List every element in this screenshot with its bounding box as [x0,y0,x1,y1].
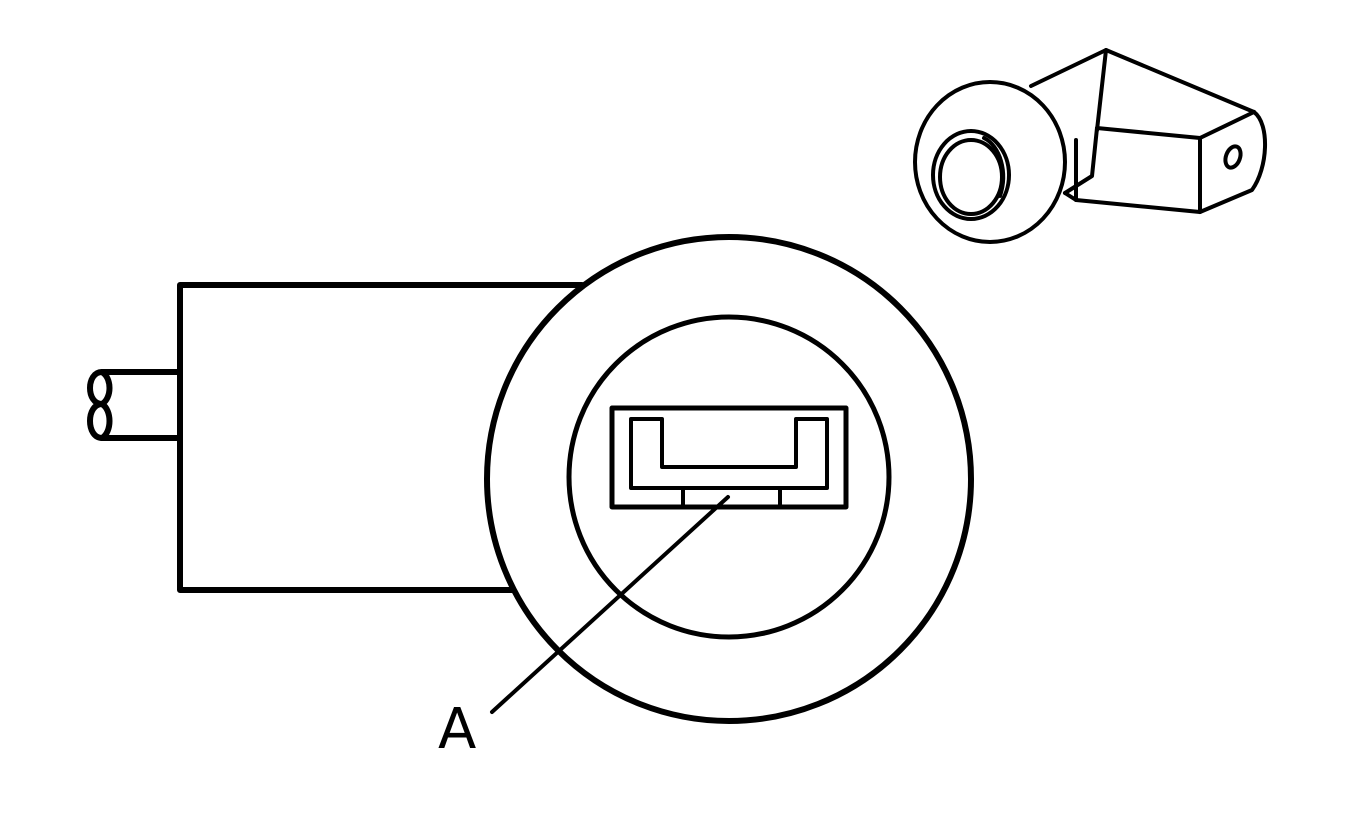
inset-connector-icon [913,48,1267,244]
callout-a-leader [490,495,730,714]
connector-outer-ring [484,234,974,724]
cable-stub [87,369,183,441]
callout-a-label: A [438,697,477,762]
housing-body [177,282,585,593]
terminal-cavity [609,405,849,510]
connector-inner-face [566,314,892,640]
